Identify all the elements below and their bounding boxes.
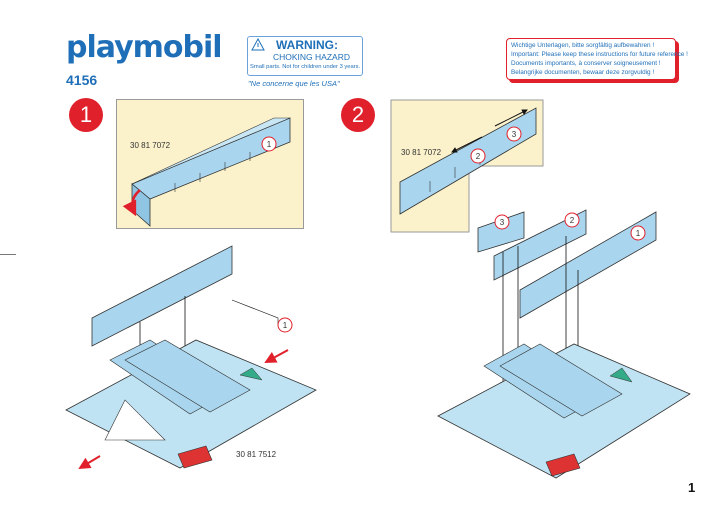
step-1-base-code: 30 81 7512 bbox=[236, 450, 277, 459]
callout-1-step1-detail bbox=[261, 136, 277, 152]
step-2-badge: 2 bbox=[341, 98, 375, 132]
callout-number: 3 bbox=[512, 130, 517, 139]
callout-number: 1 bbox=[267, 140, 272, 149]
step-1-floating-wall bbox=[91, 245, 233, 347]
step-2-floating-walls bbox=[477, 209, 657, 319]
step-2-part-code: 30 81 7072 bbox=[401, 148, 442, 157]
arrow-icon bbox=[451, 136, 483, 153]
warning-subtitle: CHOKING HAZARD bbox=[273, 52, 350, 62]
note-line-de: Wichtige Unterlagen, bitte sorgfältig au… bbox=[511, 42, 655, 49]
step-1-badge: 1 bbox=[69, 98, 103, 132]
page-number: 1 bbox=[688, 480, 696, 495]
warning-title: WARNING: bbox=[276, 38, 338, 52]
callout-3-step2-detail bbox=[506, 126, 522, 142]
callout-2-step2-detail bbox=[470, 148, 486, 164]
callout-number: 2 bbox=[476, 152, 481, 161]
callout-1-step2-main bbox=[630, 225, 646, 241]
step-1-base bbox=[65, 339, 317, 469]
callout-number: 3 bbox=[500, 218, 505, 227]
arrow-icon bbox=[78, 455, 101, 470]
product-number: 4156 bbox=[66, 72, 98, 88]
step-1-part-code: 30 81 7072 bbox=[130, 141, 171, 150]
keep-instructions-note: Wichtige Unterlagen, bitte sorgfältig au… bbox=[506, 38, 688, 80]
step-2-wall-part bbox=[399, 107, 537, 215]
callout-number: 1 bbox=[283, 321, 288, 330]
note-line-en: Important: Please keep these instruction… bbox=[511, 51, 688, 58]
arrow-icon bbox=[494, 109, 528, 127]
warning-triangle-icon bbox=[251, 38, 265, 51]
callout-3-step2-main bbox=[494, 214, 510, 230]
warning-detail: Small parts. Not for children under 3 ye… bbox=[250, 64, 361, 70]
usa-note: "Ne concerne que les USA" bbox=[248, 79, 340, 88]
callout-2-step2-main bbox=[564, 212, 580, 228]
note-line-nl: Belangrijke documenten, bewaar deze zorg… bbox=[511, 69, 655, 76]
margin-mark bbox=[0, 254, 16, 255]
brand-logo: playmobil bbox=[66, 30, 223, 65]
arrow-icon bbox=[264, 349, 289, 363]
step-1-wall-part bbox=[131, 117, 291, 227]
fold-arrow-icon bbox=[122, 189, 141, 217]
note-line-fr: Documents importants, à conserver soigne… bbox=[511, 60, 661, 67]
callout-1-step1-main bbox=[277, 317, 293, 333]
callout-number: 2 bbox=[570, 216, 575, 225]
callout-number: 1 bbox=[636, 229, 641, 238]
step-2-base bbox=[437, 343, 691, 479]
warning-box bbox=[247, 36, 363, 76]
